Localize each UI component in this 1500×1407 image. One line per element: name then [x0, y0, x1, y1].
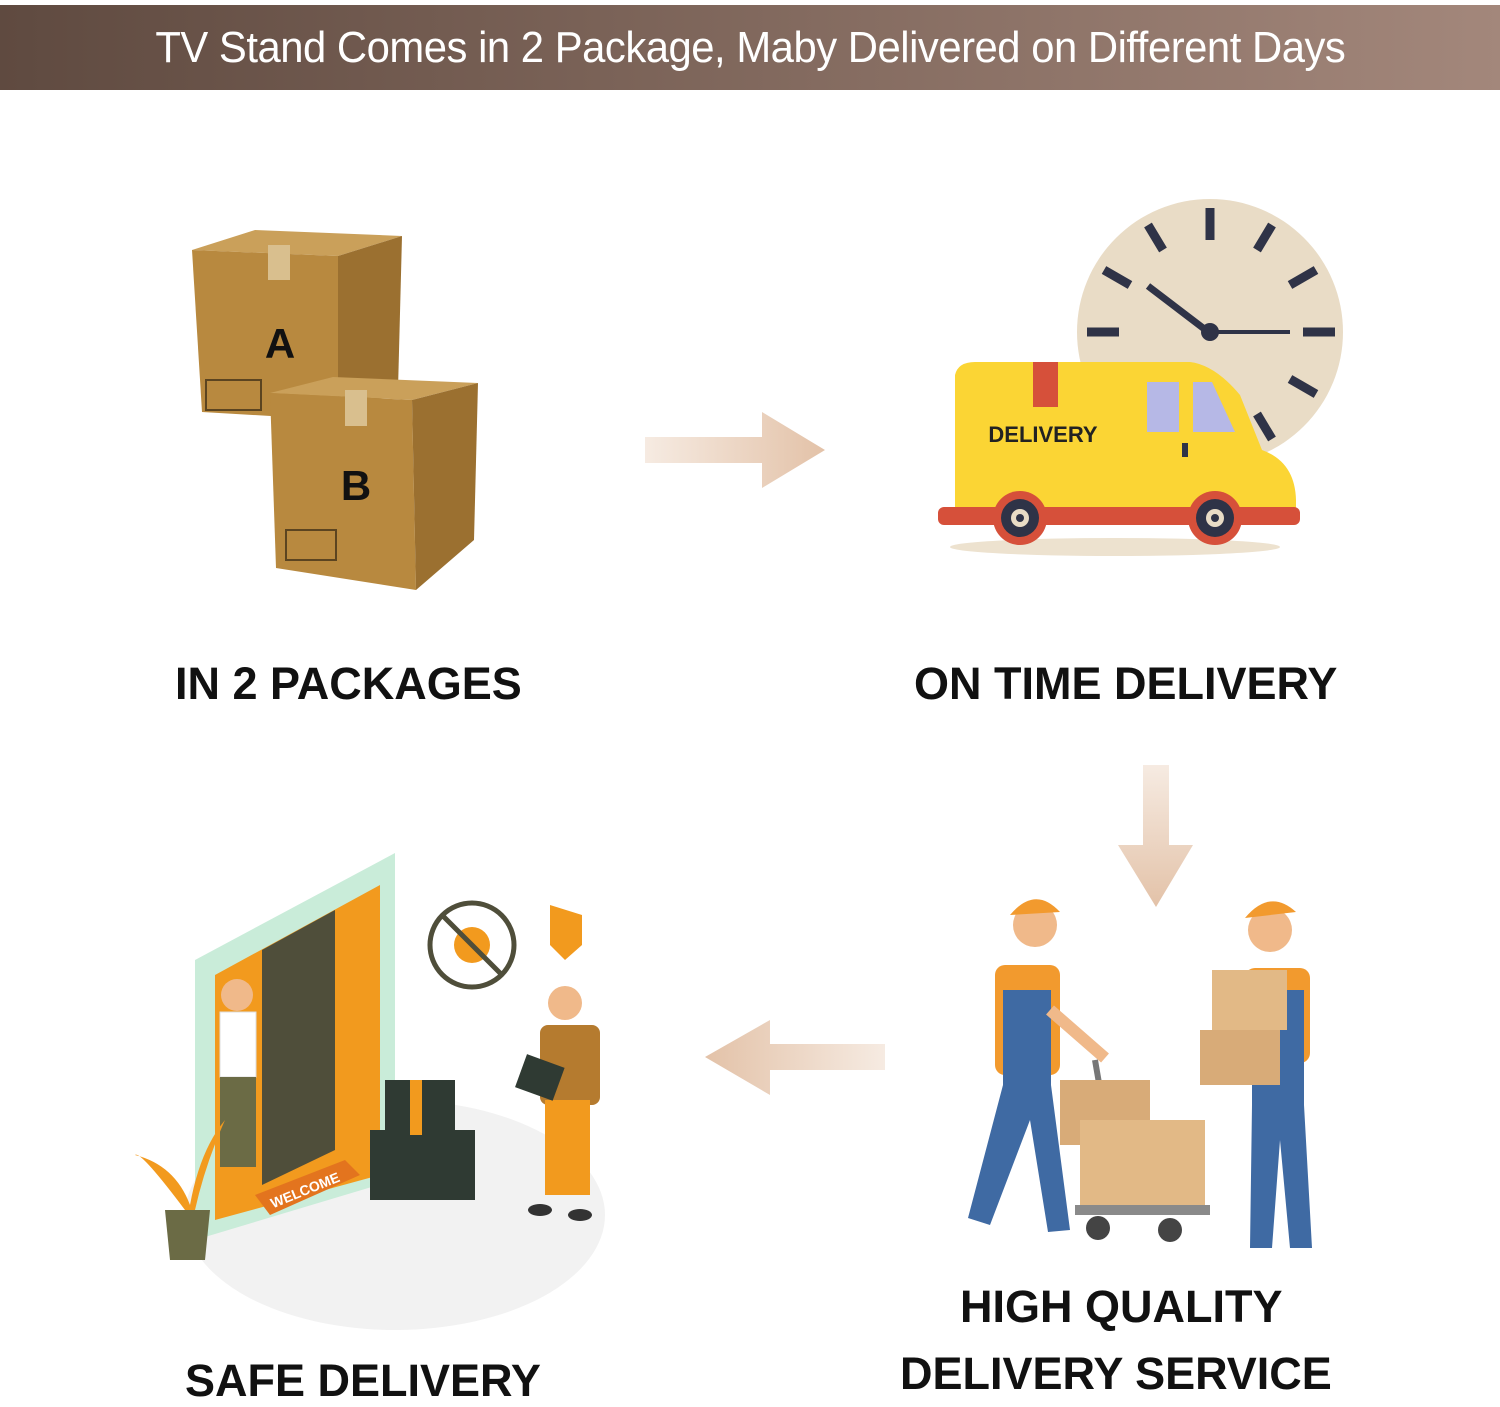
person-woman-icon: [219, 979, 257, 1167]
arrow-down-icon: [1118, 765, 1193, 907]
box-b-letter: B: [341, 462, 371, 509]
arrow-left-icon: [705, 1020, 885, 1095]
van-text: DELIVERY: [988, 422, 1098, 447]
box-a-icon: A: [192, 230, 402, 420]
label-high-quality: HIGH QUALITY: [960, 1281, 1283, 1332]
label-safe-delivery: SAFE DELIVERY: [185, 1355, 541, 1406]
header-banner: TV Stand Comes in 2 Package, Maby Delive…: [0, 5, 1500, 90]
delivery-workers-icon: [968, 899, 1312, 1248]
arrow-right-icon: [645, 412, 825, 488]
delivery-van-icon: DELIVERY: [938, 362, 1300, 556]
box-a-letter: A: [265, 320, 295, 367]
label-on-time-delivery: ON TIME DELIVERY: [914, 658, 1338, 709]
box-b-icon: B: [270, 377, 478, 590]
safe-delivery-illustration: WELCOME: [135, 853, 605, 1330]
header-title: TV Stand Comes in 2 Package, Maby Delive…: [154, 22, 1345, 72]
person-courier-icon: [515, 986, 600, 1221]
label-in-2-packages: IN 2 PACKAGES: [175, 658, 522, 709]
label-delivery-service: DELIVERY SERVICE: [900, 1348, 1332, 1399]
